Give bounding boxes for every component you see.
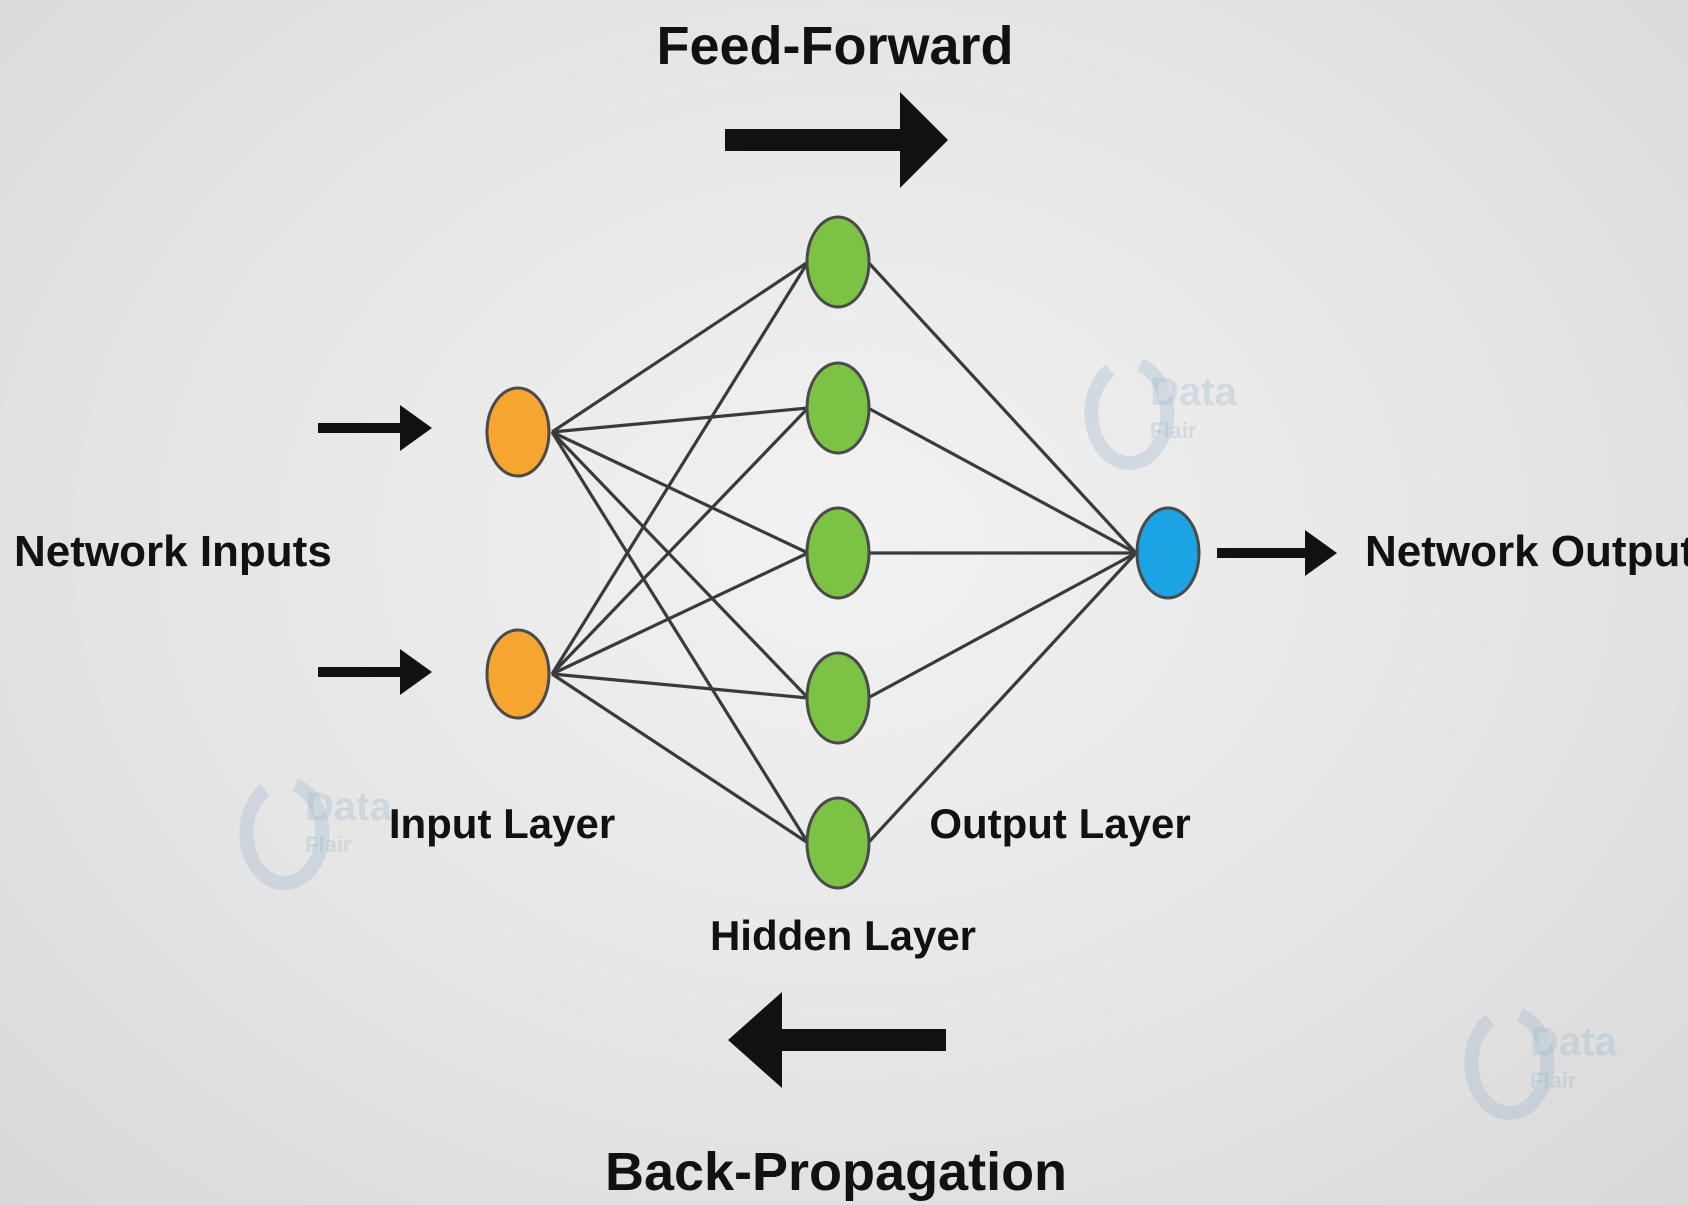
edge xyxy=(866,260,1138,555)
edge xyxy=(550,431,810,844)
connection-lines xyxy=(550,260,1138,845)
watermark-text: Data xyxy=(1150,370,1237,414)
edge xyxy=(550,430,810,700)
feed-forward-title: Feed-Forward xyxy=(656,16,1013,76)
hidden-layer-label: Hidden Layer xyxy=(710,912,976,959)
edge xyxy=(550,406,810,676)
hidden-node xyxy=(805,215,871,309)
output-layer-label: Output Layer xyxy=(929,800,1190,847)
input-arrow-1-icon xyxy=(318,405,432,451)
feed-forward-arrow-icon xyxy=(725,92,948,188)
watermark-text: Data xyxy=(1530,1020,1617,1064)
edge xyxy=(866,551,1138,845)
edge xyxy=(551,672,809,700)
input-arrow-2-icon xyxy=(318,649,432,695)
hidden-node xyxy=(805,506,871,600)
watermark-logo-2: Data Flair xyxy=(239,778,392,890)
hidden-node xyxy=(805,796,871,890)
back-propagation-arrow-icon xyxy=(728,992,946,1088)
edge xyxy=(551,406,809,434)
edge xyxy=(867,551,1137,700)
hidden-node xyxy=(805,361,871,455)
output-node xyxy=(1135,506,1201,600)
edge xyxy=(551,260,809,434)
watermark-subtext: Flair xyxy=(1150,418,1197,443)
back-propagation-title: Back-Propagation xyxy=(605,1142,1067,1202)
watermark-text: Data xyxy=(305,785,392,829)
input-node xyxy=(485,386,551,478)
edge xyxy=(551,430,809,555)
edge xyxy=(550,261,810,675)
output-arrow-icon xyxy=(1217,530,1337,576)
watermark-subtext: Flair xyxy=(1530,1068,1577,1093)
network-output-label: Network Output xyxy=(1365,527,1688,576)
network-inputs-label: Network Inputs xyxy=(14,527,332,576)
edge xyxy=(867,406,1137,555)
input-layer-label: Input Layer xyxy=(389,800,615,847)
watermark-logo-1: Data Flair xyxy=(1084,358,1237,470)
watermark-subtext: Flair xyxy=(305,832,352,857)
watermark-logo-3: Data Flair xyxy=(1464,1008,1617,1120)
hidden-node xyxy=(805,651,871,745)
edge xyxy=(551,551,809,676)
input-node xyxy=(485,628,551,720)
edge xyxy=(551,672,809,845)
